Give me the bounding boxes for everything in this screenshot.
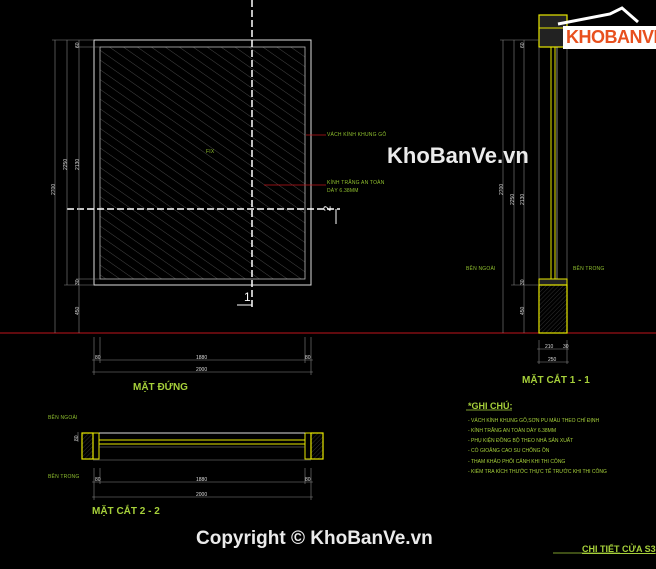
dim-80: 80	[74, 435, 80, 441]
outside-label: BÊN NGOÀI	[48, 415, 78, 421]
watermark: KhoBanVe.vn	[387, 143, 529, 168]
dim-60: 60	[520, 42, 526, 48]
dim-30: 30	[563, 344, 569, 350]
dim-450: 450	[520, 306, 526, 315]
note-item: - KÍNH TRẮNG AN TOÀN DÀY 6.38MM	[468, 428, 556, 434]
note-item: - THAM KHẢO PHỐI CẢNH KHI THI CÔNG	[468, 459, 566, 465]
dim-2700: 2700	[51, 183, 57, 195]
logo-roof-icon	[557, 6, 639, 26]
section-1-1-title: MẶT CẮT 1 - 1	[522, 375, 590, 386]
notes-title: *GHI CHÚ:	[468, 401, 513, 411]
elevation-title: MẶT ĐỨNG	[133, 382, 188, 393]
dim-1880: 1880	[196, 355, 208, 361]
dim-80-right: 80	[305, 477, 311, 483]
callout-glass: KÍNH TRẮNG AN TOÀN	[327, 180, 385, 186]
sheet-title: CHI TIẾT CỬA S3	[582, 544, 656, 554]
section-2-2-detail	[81, 432, 324, 461]
inside-label: BÊN TRONG	[48, 474, 80, 480]
dim-30: 30	[75, 279, 81, 285]
dim-60: 60	[75, 42, 81, 48]
elevation-frame	[93, 39, 312, 286]
logo: KHOBANVE	[563, 26, 656, 49]
dim-210: 210	[545, 344, 554, 350]
dim-2700: 2700	[499, 183, 505, 195]
section-marker-1: 1	[244, 290, 251, 304]
section-2-2-dims	[77, 432, 313, 500]
dim-80-left: 80	[95, 355, 101, 361]
dim-250: 250	[548, 357, 557, 363]
copyright: Copyright © KhoBanVe.vn	[196, 528, 433, 549]
section-1-1-detail	[538, 14, 568, 334]
dim-2130: 2130	[520, 193, 526, 205]
note-item: - VÁCH KÍNH KHUNG GỖ,SƠN PU MÀU THEO CHỈ…	[468, 418, 600, 424]
fix-label: FIX	[206, 149, 215, 155]
dim-2130: 2130	[75, 158, 81, 170]
outside-label: BÊN NGOÀI	[466, 266, 496, 272]
elevation-dims	[52, 39, 313, 375]
dim-2000: 2000	[196, 367, 208, 373]
dim-1880: 1880	[196, 477, 208, 483]
dim-2250: 2250	[63, 158, 69, 170]
section-2-2-title: MẶT CẮT 2 - 2	[92, 506, 160, 517]
note-item: - PHỤ KIỆN ĐỒNG BỘ THEO NHÀ SẢN XUẤT	[468, 438, 574, 444]
note-item: - KIỂM TRA KÍCH THƯỚC THỰC TẾ TRƯỚC KHI …	[468, 469, 607, 475]
callout-frame: VÁCH KÍNH KHUNG GỖ	[327, 132, 387, 138]
callout-glass-thickness: DÀY 6.38MM	[327, 188, 359, 194]
dim-450: 450	[75, 306, 81, 315]
note-item: - CÓ GIOĂNG CAO SU CHỐNG ỒN	[468, 448, 550, 454]
section-1-1-dims	[500, 39, 569, 364]
dim-2000: 2000	[196, 492, 208, 498]
inside-label: BÊN TRONG	[573, 266, 605, 272]
dim-80-right: 80	[305, 355, 311, 361]
dim-80-left: 80	[95, 477, 101, 483]
dim-30: 30	[520, 279, 526, 285]
section-marker-2: 2	[322, 205, 334, 212]
dim-2250: 2250	[510, 193, 516, 205]
